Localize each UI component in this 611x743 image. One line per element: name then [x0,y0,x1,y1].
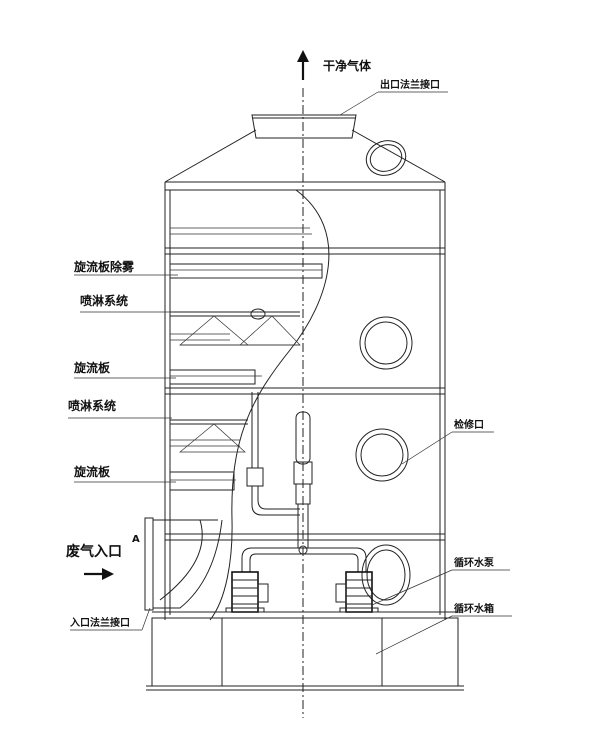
top-cone [164,129,446,191]
spray-piping [246,392,313,555]
waste-gas-inlet-label: 废气入口 [66,543,122,560]
circulating-pump-leader [371,569,453,606]
inlet-flange-leader [141,607,151,631]
cone-round-port [365,140,407,176]
spray-system-1-label: 喷淋系统 [80,293,128,308]
arrow-right-icon [84,568,114,580]
pump-right [335,571,379,613]
swirl-demister-label: 旋流板除雾 [73,259,135,274]
circulating-tank-label: 循环水箱 [454,602,494,615]
outlet-flange [251,114,357,139]
inspection-port-lower [361,544,411,606]
spray-system-2-label: 喷淋系统 [68,398,116,413]
circulating-pump-label: 循环水泵 [454,556,495,569]
pump-left [225,571,269,613]
inlet-flange-label: 入口法兰接口 [70,616,130,629]
water-tank [146,617,464,691]
swirl-plate-1-label: 旋流板 [73,360,111,375]
arrow-up-icon [297,50,309,80]
cutaway-curve [209,189,330,621]
swirl-plate-2-label: 旋流板 [73,464,111,479]
inlet-duct [144,517,223,611]
inspection-port-upper [359,316,413,370]
inspection-port-label: 检修口 [454,418,484,431]
outlet-flange-label: 出口法兰接口 [380,78,440,91]
section-mark-label: A [132,534,140,545]
circulating-tank-leader [375,615,453,655]
outlet-flange-leader [339,91,379,116]
clean-gas-label: 干净气体 [323,58,372,73]
internal-plates [169,227,323,491]
inspection-port-middle [355,428,409,482]
pump-header-piping [241,547,367,572]
inspection-port-leader [401,431,453,465]
